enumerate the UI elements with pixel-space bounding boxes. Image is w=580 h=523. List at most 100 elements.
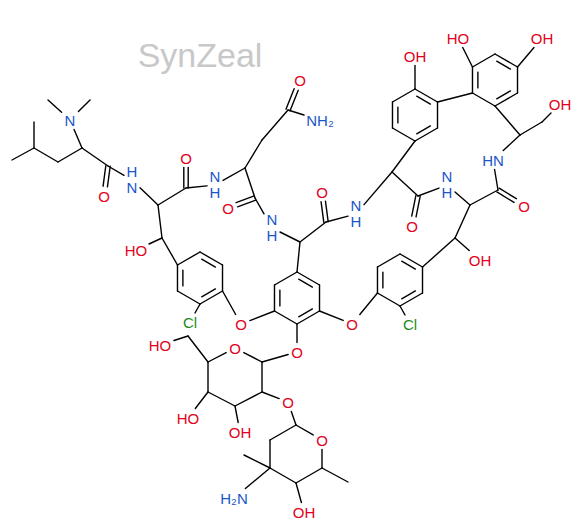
- bond-line: [158, 205, 162, 238]
- bond-line: [377, 254, 400, 267]
- bond-line: [497, 192, 514, 203]
- atom-label: HO: [148, 338, 173, 353]
- bond-line: [414, 66, 415, 90]
- bond-line: [400, 254, 423, 267]
- bond-line: [222, 265, 223, 291]
- bond-line: [472, 67, 473, 93]
- bond-line: [417, 96, 431, 104]
- bond-line: [82, 148, 108, 166]
- bond-line: [412, 196, 416, 217]
- bond-line: [74, 130, 82, 149]
- bond-line: [223, 291, 236, 315]
- bond-line: [186, 186, 207, 188]
- bond-line: [497, 61, 511, 69]
- bond-line: [297, 242, 300, 272]
- bond-line: [360, 293, 378, 315]
- watermark: SynZeal: [137, 38, 264, 72]
- bond-line: [262, 355, 288, 362]
- atom-label: O: [405, 219, 419, 234]
- atom-label: OH: [292, 505, 317, 520]
- atom-label: O: [293, 73, 307, 88]
- bond-line: [235, 392, 262, 406]
- bond-line: [244, 455, 270, 468]
- atom-label: H₂N: [219, 491, 249, 506]
- atom-label: O: [290, 345, 304, 360]
- atom-label: Cl: [402, 317, 418, 332]
- bond-line: [321, 450, 322, 469]
- bond-line: [208, 392, 235, 406]
- bond-line: [177, 265, 178, 291]
- atom-label: HO: [124, 243, 149, 258]
- atom-label: OH: [548, 97, 573, 112]
- bond-line: [322, 468, 348, 482]
- bond-line: [202, 289, 216, 297]
- atom-label: O: [221, 201, 235, 216]
- bond-line: [195, 392, 208, 409]
- bond-line: [415, 89, 438, 102]
- bond-line: [195, 304, 200, 313]
- bond-line: [477, 72, 478, 88]
- bond-line: [319, 285, 320, 311]
- atom-label: O: [234, 317, 248, 332]
- bond-line: [288, 110, 304, 115]
- bond-line: [520, 122, 542, 135]
- bond-line: [274, 285, 275, 311]
- bond-line: [291, 412, 296, 426]
- bond-line: [12, 148, 34, 160]
- bond-line: [274, 272, 297, 285]
- bond-line: [297, 272, 320, 285]
- bond-line: [472, 54, 495, 67]
- bond-line: [422, 267, 423, 293]
- bond-line: [392, 141, 415, 172]
- bond-line: [495, 93, 518, 106]
- bond-line: [261, 362, 262, 392]
- bond-line: [262, 392, 279, 399]
- bond-line: [325, 201, 328, 222]
- bond-line: [299, 309, 313, 317]
- bond-line: [280, 232, 300, 242]
- atom-label: O: [281, 395, 295, 410]
- bond-line: [270, 468, 296, 483]
- atom-label: O: [179, 151, 193, 166]
- bond-line: [200, 252, 223, 265]
- bond-line: [207, 362, 208, 392]
- bond-line: [270, 425, 296, 440]
- bond-line: [34, 148, 58, 162]
- atom-label: O: [97, 189, 111, 204]
- bond-line: [392, 128, 415, 141]
- bond-line: [495, 54, 518, 67]
- bond-line: [250, 311, 275, 321]
- bond-line: [437, 102, 438, 128]
- bond-line: [245, 468, 270, 489]
- bond-line: [174, 336, 188, 341]
- bond-line: [48, 100, 62, 112]
- atom-label: Cl: [182, 315, 198, 330]
- atom-label: N: [64, 113, 77, 128]
- bond-line: [470, 190, 498, 205]
- bond-line: [321, 202, 324, 223]
- bond-line: [274, 311, 297, 324]
- bond-line: [296, 425, 313, 435]
- bond-line: [296, 468, 322, 483]
- bond-line: [463, 48, 473, 68]
- atom-label: OH: [228, 425, 253, 440]
- bond-line: [517, 67, 518, 93]
- bond-line: [107, 166, 110, 187]
- atom-label: HN: [126, 164, 138, 197]
- atom-label: OH: [403, 49, 428, 64]
- bond-line: [423, 238, 455, 267]
- bond-line: [188, 336, 208, 362]
- bond-line: [255, 198, 264, 214]
- bond-line: [187, 168, 188, 189]
- bond-line: [402, 291, 416, 299]
- bond-line: [438, 93, 473, 102]
- atom-label: O: [315, 185, 329, 200]
- bond-line: [200, 291, 223, 304]
- bond-line: [497, 91, 511, 99]
- bond-line: [400, 306, 405, 315]
- atom-label: NH: [350, 198, 362, 231]
- bond-line: [472, 93, 495, 106]
- bond-line: [223, 168, 245, 180]
